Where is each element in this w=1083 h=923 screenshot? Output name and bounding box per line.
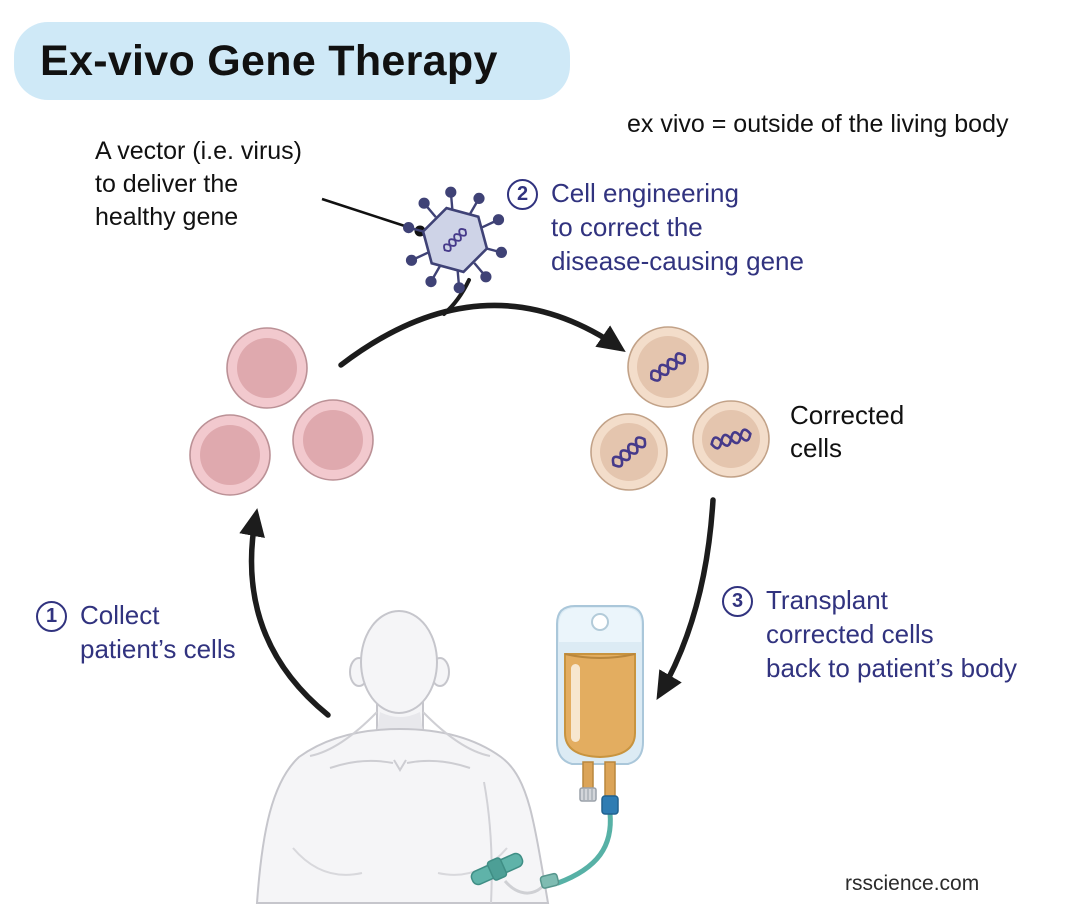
torso xyxy=(255,727,550,904)
page-title: Ex-vivo Gene Therapy xyxy=(40,36,498,85)
step-number-badge: 1 xyxy=(36,601,67,632)
step-number-badge: 3 xyxy=(722,586,753,617)
tube-connector xyxy=(539,872,560,889)
corrected-cell xyxy=(627,326,709,408)
iv-tube xyxy=(555,810,613,886)
patient-cell xyxy=(292,399,374,481)
corrected-cell xyxy=(692,400,770,478)
virus-stem-line xyxy=(442,278,471,316)
patient-cells-icon xyxy=(189,327,374,496)
arrow-engineering-step xyxy=(338,302,626,368)
corrected-cells-label: Corrected cells xyxy=(790,400,905,463)
title-banner: Ex-vivo Gene Therapy xyxy=(14,22,570,100)
vector-annotation-line: to deliver the xyxy=(95,170,239,198)
step-3-transplant: 3 Transplant corrected cells back to pat… xyxy=(722,583,1017,685)
vector-annotation: A vector (i.e. virus) to deliver the hea… xyxy=(95,135,302,234)
step-label: Transplant corrected cells back to patie… xyxy=(766,585,1018,683)
corrected-cells-icon xyxy=(590,326,770,491)
patient-cell xyxy=(189,414,271,496)
arrow-transplant-step xyxy=(656,497,716,701)
patient-figure xyxy=(255,610,550,904)
catheter-line xyxy=(503,879,545,895)
iv-bag-icon xyxy=(470,605,644,895)
ex-vivo-definition: ex vivo = outside of the living body xyxy=(627,110,1009,138)
iv-catheter-icon xyxy=(470,852,524,886)
patient-cell xyxy=(226,327,308,409)
bag-port xyxy=(604,761,616,797)
virus-icon xyxy=(402,186,508,294)
bag-port xyxy=(582,761,594,790)
arrow-collect-step xyxy=(239,508,331,718)
step-label: Cell engineering to correct the disease-… xyxy=(551,178,804,276)
vector-annotation-line: healthy gene xyxy=(95,203,239,231)
step-2-cell-engineering: 2 Cell engineering to correct the diseas… xyxy=(507,176,804,278)
head xyxy=(360,610,438,714)
tube-connector xyxy=(601,795,619,815)
bag-hanger-hole xyxy=(591,613,609,631)
step-label: Collect patient’s cells xyxy=(80,600,236,664)
step-number-badge: 2 xyxy=(507,179,538,210)
step-1-collect: 1 Collect patient’s cells xyxy=(36,598,236,666)
bag-fluid xyxy=(564,653,636,759)
corrected-cell xyxy=(590,413,668,491)
vector-annotation-line: A vector (i.e. virus) xyxy=(95,137,302,165)
watermark: rsscience.com xyxy=(845,872,980,895)
